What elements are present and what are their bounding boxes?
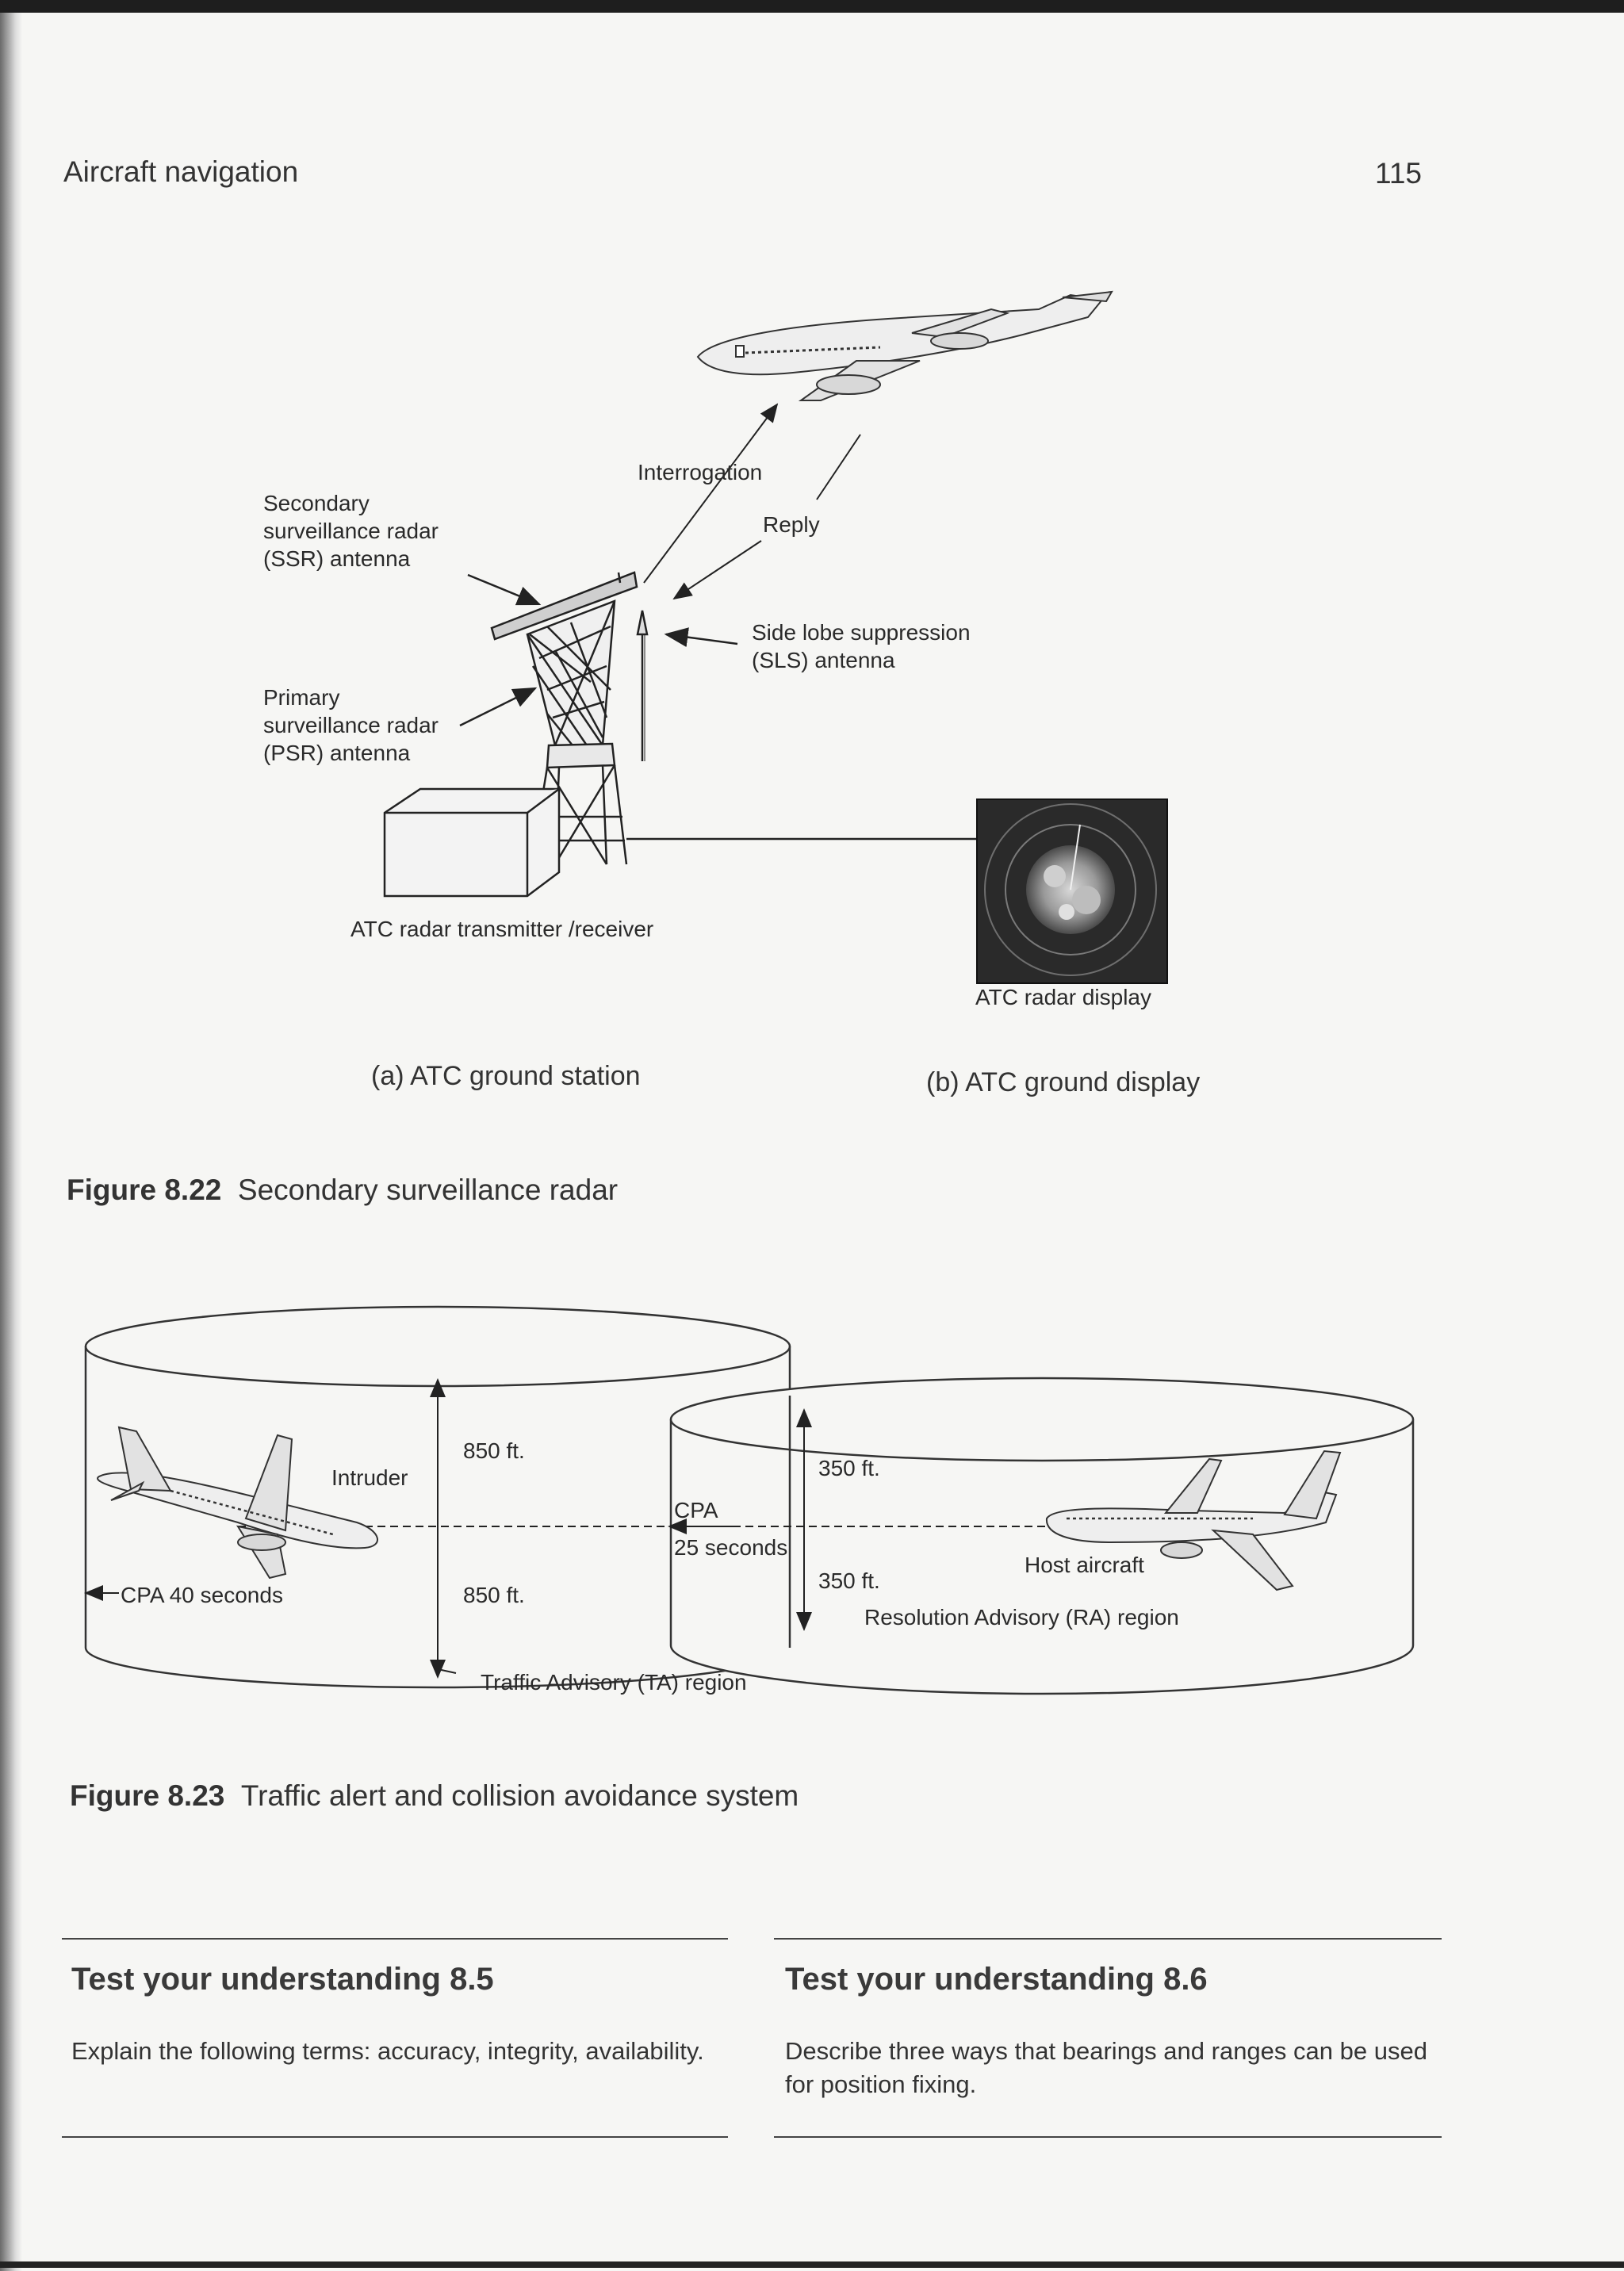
airliner-icon [696, 290, 1113, 401]
page-binding-shadow [0, 13, 22, 2271]
figure-8-22-number: Figure 8.22 [67, 1174, 222, 1206]
test-8-6-body: Describe three ways that bearings and ra… [785, 2037, 1427, 2098]
cpa-label: CPA [674, 1498, 718, 1522]
page-bottom-edge [0, 2261, 1624, 2268]
page-top-edge [0, 0, 1624, 13]
sls-antenna-label: Side lobe suppression (SLS) antenna [752, 620, 971, 672]
radar-tower-icon [490, 571, 649, 865]
psr-antenna-label: Primary surveillance radar (PSR) antenna [263, 685, 439, 765]
running-header: Aircraft navigation [63, 155, 299, 188]
cpa-40-seconds-label: CPA 40 seconds [121, 1583, 283, 1607]
ft350-top-label: 350 ft. [818, 1456, 880, 1480]
page-number: 115 [1375, 157, 1422, 190]
box-8-5-bottom-rule [62, 2136, 728, 2138]
ft850-bottom-label: 850 ft. [463, 1583, 525, 1607]
figure-8-22-caption: Figure 8.22 Secondary surveillance radar [67, 1174, 618, 1207]
cpa-25-seconds-label: 25 seconds [674, 1535, 788, 1560]
subcaption-b: (b) ATC ground display [926, 1067, 1201, 1097]
ra-region-cylinder [669, 1377, 1415, 1695]
host-aircraft-label: Host aircraft [1025, 1553, 1144, 1577]
ta-region-label: Traffic Advisory (TA) region [481, 1670, 747, 1695]
interrogation-label: Interrogation [638, 460, 763, 484]
test-8-6-title: Test your understanding 8.6 [785, 1962, 1208, 1997]
intruder-aircraft-icon [97, 1426, 378, 1580]
figure-8-23-caption: Figure 8.23 Traffic alert and collision … [70, 1779, 799, 1813]
ra-region-label: Resolution Advisory (RA) region [864, 1605, 1179, 1630]
figure-8-23-number: Figure 8.23 [70, 1779, 225, 1812]
ft850-top-label: 850 ft. [463, 1438, 525, 1463]
reply-label: Reply [763, 512, 820, 537]
test-8-5-title: Test your understanding 8.5 [71, 1962, 494, 1997]
intruder-label: Intruder [331, 1465, 408, 1490]
subcaption-a: (a) ATC ground station [371, 1061, 641, 1091]
ft350-bottom-label: 350 ft. [818, 1568, 880, 1593]
figure-8-22-title: Secondary surveillance radar [237, 1174, 619, 1206]
box-8-6-top-rule [774, 1938, 1442, 1940]
host-aircraft-icon [1045, 1450, 1342, 1591]
radar-display-icon [976, 798, 1168, 984]
box-8-6-bottom-rule [774, 2136, 1442, 2138]
figure-8-23-title: Traffic alert and collision avoidance sy… [240, 1779, 799, 1812]
box-8-5-top-rule [62, 1938, 728, 1940]
transmitter-receiver-icon [383, 787, 561, 898]
transmitter-receiver-label: ATC radar transmitter /receiver [350, 917, 654, 941]
radar-display-label: ATC radar display [975, 985, 1152, 1009]
test-8-5-body: Explain the following terms: accuracy, i… [71, 2037, 704, 2065]
ssr-antenna-label: Secondary surveillance radar (SSR) anten… [263, 491, 439, 571]
